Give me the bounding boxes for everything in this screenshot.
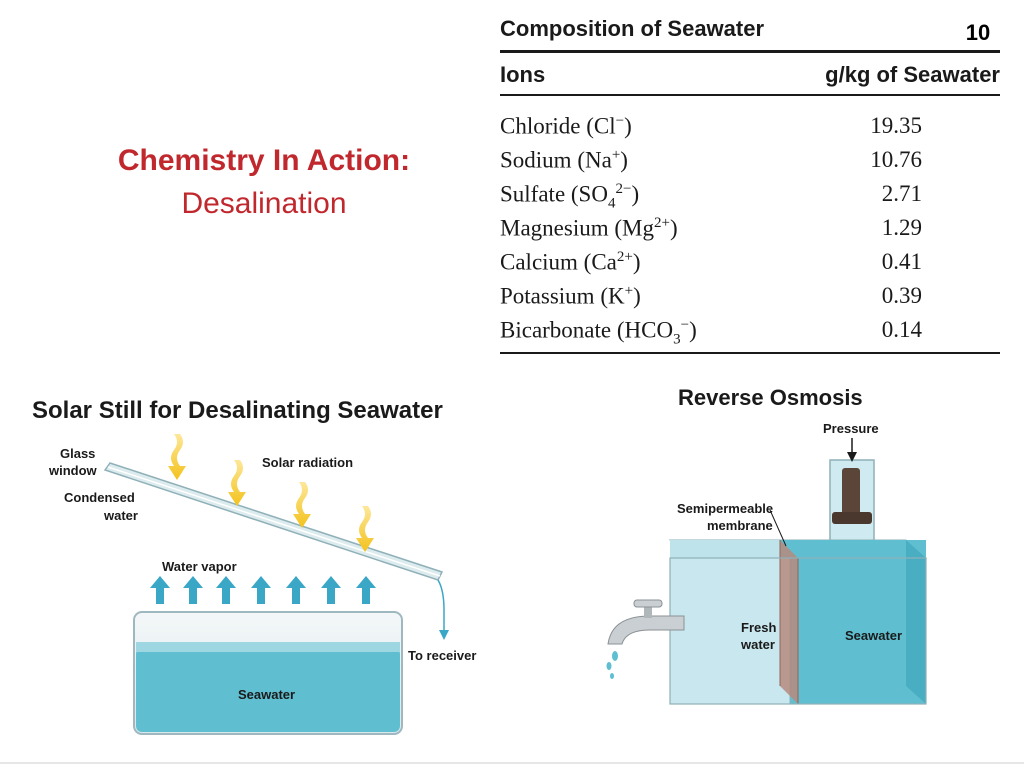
ion-subscript: 4 <box>607 195 616 212</box>
slide-title: Chemistry In Action: <box>117 144 411 177</box>
faucet-icon <box>606 599 685 679</box>
ion-close-paren: ) <box>689 317 697 343</box>
label-condensed: Condensed <box>64 490 135 505</box>
ion-close-paren: ) <box>631 181 640 207</box>
label-solar-radiation: Solar radiation <box>262 455 354 470</box>
label-membrane: membrane <box>707 518 773 533</box>
semipermeable-membrane <box>780 540 798 704</box>
ion-name: Potassium (K+) <box>500 283 641 310</box>
ion-charge: + <box>624 283 634 299</box>
label-to-receiver: To receiver <box>408 648 477 663</box>
ion-value: 19.35 <box>870 113 922 138</box>
ion-label: Sodium (Na <box>500 147 612 173</box>
ion-charge: 2+ <box>653 215 670 231</box>
ion-name: Magnesium (Mg2+) <box>500 215 678 242</box>
table-row: Sodium (Na+) 10.76 <box>500 147 1000 181</box>
glass-window <box>103 462 444 581</box>
pressure-arrow-head <box>847 452 857 462</box>
ion-value: 1.29 <box>881 215 922 240</box>
label-condensed-water: water <box>104 508 138 523</box>
ion-name: Calcium (Ca2+) <box>500 249 641 276</box>
table-top-rule <box>500 50 1000 53</box>
ion-charge: − <box>680 317 690 333</box>
ion-label: Sulfate (SO <box>500 181 608 207</box>
ion-label: Potassium (K <box>500 283 625 309</box>
ion-close-paren: ) <box>633 283 641 309</box>
table-row: Potassium (K+) 0.39 <box>500 283 1000 317</box>
table-header-unit: g/kg of Seawater <box>825 62 1000 87</box>
ion-close-paren: ) <box>620 147 628 173</box>
ion-name: Bicarbonate (HCO3−) <box>500 317 697 348</box>
ion-value: 2.71 <box>881 181 922 206</box>
ion-close-paren: ) <box>632 249 641 275</box>
label-fresh-water: water <box>741 637 775 652</box>
solar-still-diagram <box>103 434 449 735</box>
table-row: Calcium (Ca2+) 0.41 <box>500 249 1000 283</box>
table-header-rule <box>500 94 1000 96</box>
ion-name: Sulfate (SO42−) <box>500 181 639 212</box>
label-water-vapor: Water vapor <box>162 559 237 574</box>
ion-label: Magnesium (Mg <box>500 215 654 241</box>
ion-close-paren: ) <box>624 113 632 139</box>
label-fresh: Fresh <box>741 620 777 635</box>
table-row: Sulfate (SO42−) 2.71 <box>500 181 1000 215</box>
ion-charge: 2− <box>615 181 632 197</box>
seawater-chamber <box>780 540 926 704</box>
table-row: Bicarbonate (HCO3−) 0.14 <box>500 317 1000 351</box>
ion-close-paren: ) <box>669 215 678 241</box>
slide-subtitle: Desalination <box>181 187 347 220</box>
footer-divider <box>0 762 1024 764</box>
table-row: Chloride (Cl−) 19.35 <box>500 113 1000 147</box>
ion-name: Chloride (Cl−) <box>500 113 632 140</box>
label-pressure: Pressure <box>823 421 879 436</box>
ion-value: 0.41 <box>881 249 922 274</box>
table-title: Composition of Seawater <box>500 16 765 41</box>
page-number: 10 <box>965 20 991 45</box>
label-semipermeable: Semipermeable <box>677 501 774 516</box>
table-bottom-rule <box>500 352 1000 354</box>
label-ro-seawater: Seawater <box>845 628 903 643</box>
label-window: window <box>49 463 97 478</box>
ion-label: Bicarbonate (HCO <box>500 317 674 343</box>
ion-value: 0.39 <box>881 283 922 308</box>
ion-name: Sodium (Na+) <box>500 147 628 174</box>
reverse-osmosis-heading: Reverse Osmosis <box>678 385 863 410</box>
ion-label: Calcium (Ca <box>500 249 617 275</box>
receiver-arrow <box>439 630 449 640</box>
reverse-osmosis-diagram <box>606 438 928 705</box>
water-vapor-arrows <box>150 576 376 604</box>
ion-charge: − <box>615 113 625 129</box>
solar-radiation-arrows <box>168 434 374 552</box>
receiver-line <box>437 579 445 630</box>
table-header-ions: Ions <box>500 62 546 87</box>
still-basin <box>133 611 403 735</box>
ion-charge: 2+ <box>616 249 633 265</box>
label-still-seawater: Seawater <box>238 687 296 702</box>
label-glass: Glass <box>60 446 96 461</box>
ion-charge: + <box>611 147 621 163</box>
ion-value: 0.14 <box>881 317 922 342</box>
ion-value: 10.76 <box>870 147 922 172</box>
solar-still-heading: Solar Still for Desalinating Seawater <box>32 397 443 424</box>
ion-subscript: 3 <box>673 331 681 348</box>
ion-label: Chloride (Cl <box>500 113 616 139</box>
table-row: Magnesium (Mg2+) 1.29 <box>500 215 1000 249</box>
membrane-callout-line <box>769 509 787 547</box>
